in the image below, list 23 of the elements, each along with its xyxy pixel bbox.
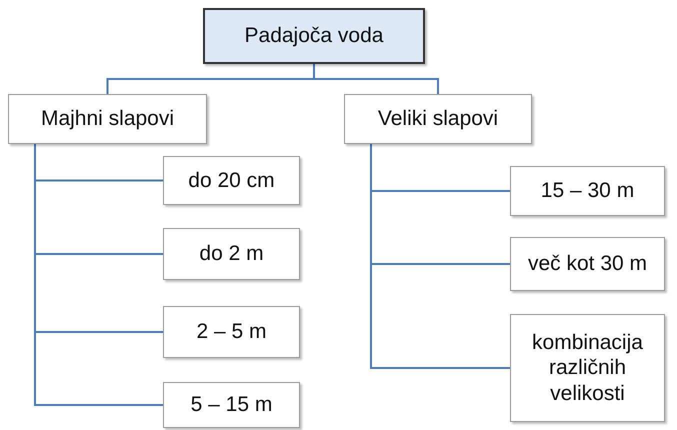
box-label: več kot 30 m bbox=[526, 251, 648, 277]
box-label: 2 – 5 m bbox=[195, 319, 268, 345]
category-box bbox=[510, 314, 665, 422]
connector-line bbox=[34, 144, 163, 406]
category-box bbox=[8, 94, 207, 144]
box-label: Majhni slapovi bbox=[40, 106, 176, 132]
category-box bbox=[510, 166, 665, 216]
connector-line bbox=[370, 144, 510, 369]
box-label: 5 – 15 m bbox=[190, 392, 274, 418]
box-label: Veliki slapovi bbox=[376, 106, 500, 132]
category-box bbox=[344, 94, 532, 144]
box-label: Padajoča voda bbox=[244, 23, 384, 49]
category-box bbox=[163, 306, 300, 358]
box-label: kombinacija različnih velikosti bbox=[531, 330, 644, 406]
box-label: do 20 cm bbox=[187, 168, 276, 194]
box-label: do 2 m bbox=[198, 241, 265, 267]
category-box bbox=[163, 382, 300, 428]
root-box bbox=[203, 8, 425, 64]
category-box bbox=[163, 228, 300, 280]
connector-line bbox=[313, 64, 439, 94]
category-box bbox=[510, 237, 665, 291]
category-box bbox=[163, 156, 300, 205]
box-label: 15 – 30 m bbox=[540, 178, 636, 204]
